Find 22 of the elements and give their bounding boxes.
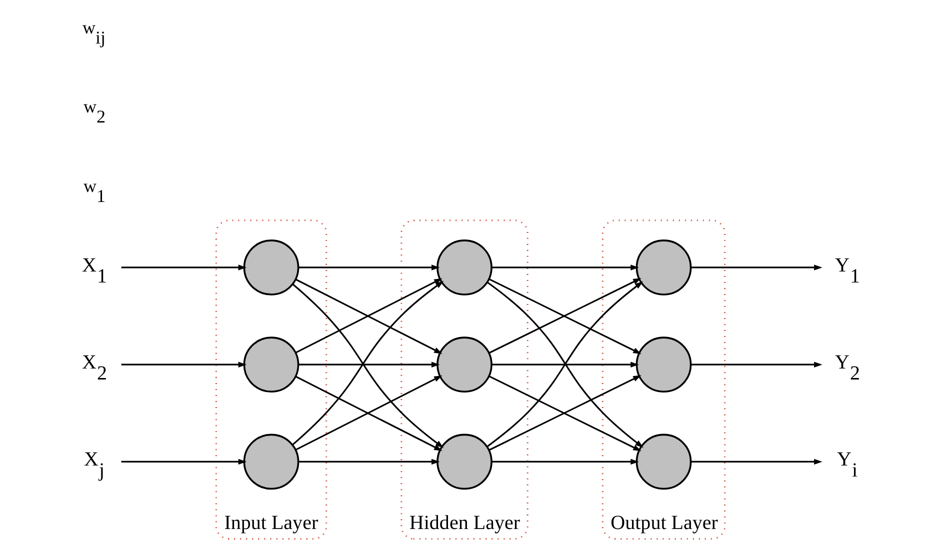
arrow [121,362,247,368]
node-circle [636,336,692,393]
cluster: Input Layer [215,220,328,540]
arrow [298,362,440,368]
cluster: Hidden Layer [400,220,528,540]
arrow [492,362,639,368]
arrow [492,264,639,270]
arrow [691,362,822,368]
arrow [298,458,440,465]
node-circle [436,434,492,490]
arrow [298,264,440,270]
node-circle [436,240,492,296]
node-circle [436,336,492,393]
arrow [691,264,822,270]
node-circle [243,240,300,296]
arrow [492,458,639,465]
node-circle [243,434,300,490]
cluster: Output Layer [602,220,726,540]
arrow [691,458,822,465]
arrow [121,264,247,270]
node-circle [243,336,300,393]
arrow [121,458,247,465]
